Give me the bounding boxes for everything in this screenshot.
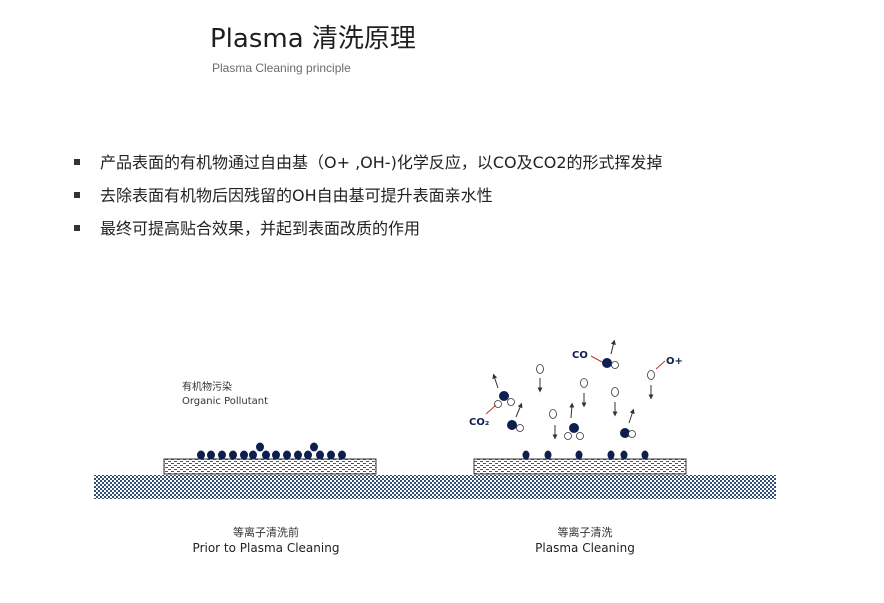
bullet-text: 产品表面的有机物通过自由基（O+ ,OH-)化学反应，以CO及CO2的形式挥发掉: [100, 153, 663, 172]
oplus-label: O+: [666, 356, 683, 367]
bullet-text: 最终可提高贴合效果，并起到表面改质的作用: [100, 219, 421, 238]
after-caption-en: Plasma Cleaning: [535, 541, 635, 555]
before-caption-en: Prior to Plasma Cleaning: [193, 541, 340, 555]
pollutant-label-en: Organic Pollutant: [182, 396, 268, 407]
bullet-marker: [74, 159, 80, 165]
co-label: CO: [572, 350, 588, 361]
after-caption-cn: 等离子清洗: [558, 525, 613, 539]
pollutant-label-cn: 有机物污染: [182, 380, 232, 393]
bullet-list: 产品表面的有机物通过自由基（O+ ,OH-)化学反应，以CO及CO2的形式挥发掉…: [72, 152, 712, 251]
pollutant-layer: [197, 442, 346, 460]
co2-molecule: [507, 420, 524, 432]
bullet-item: 最终可提高贴合效果，并起到表面改质的作用: [72, 218, 712, 239]
surface-film-before: [163, 458, 377, 475]
bullet-text: 去除表面有机物后因残留的OH自由基可提升表面亲水性: [100, 186, 493, 205]
bullet-marker: [74, 192, 80, 198]
co2-label: CO₂: [469, 417, 489, 428]
page-title: Plasma 清洗原理: [210, 24, 416, 54]
substrate-block: [94, 475, 776, 499]
bullet-item: 去除表面有机物后因残留的OH自由基可提升表面亲水性: [72, 185, 712, 206]
oxygen-radicals: [536, 364, 655, 419]
surface-film-after: [473, 458, 687, 475]
co2-molecule: [620, 428, 636, 438]
label-leaders: [485, 355, 666, 415]
bullet-marker: [74, 225, 80, 231]
page-subtitle: Plasma Cleaning principle: [212, 61, 351, 75]
before-caption-cn: 等离子清洗前: [233, 525, 299, 539]
co2-molecule: [564, 423, 584, 440]
motion-arrows: [492, 339, 654, 440]
co-molecule: [602, 358, 619, 369]
bullet-item: 产品表面的有机物通过自由基（O+ ,OH-)化学反应，以CO及CO2的形式挥发掉: [72, 152, 712, 173]
surface-radicals: [522, 450, 649, 460]
co2-molecule: [494, 391, 515, 408]
